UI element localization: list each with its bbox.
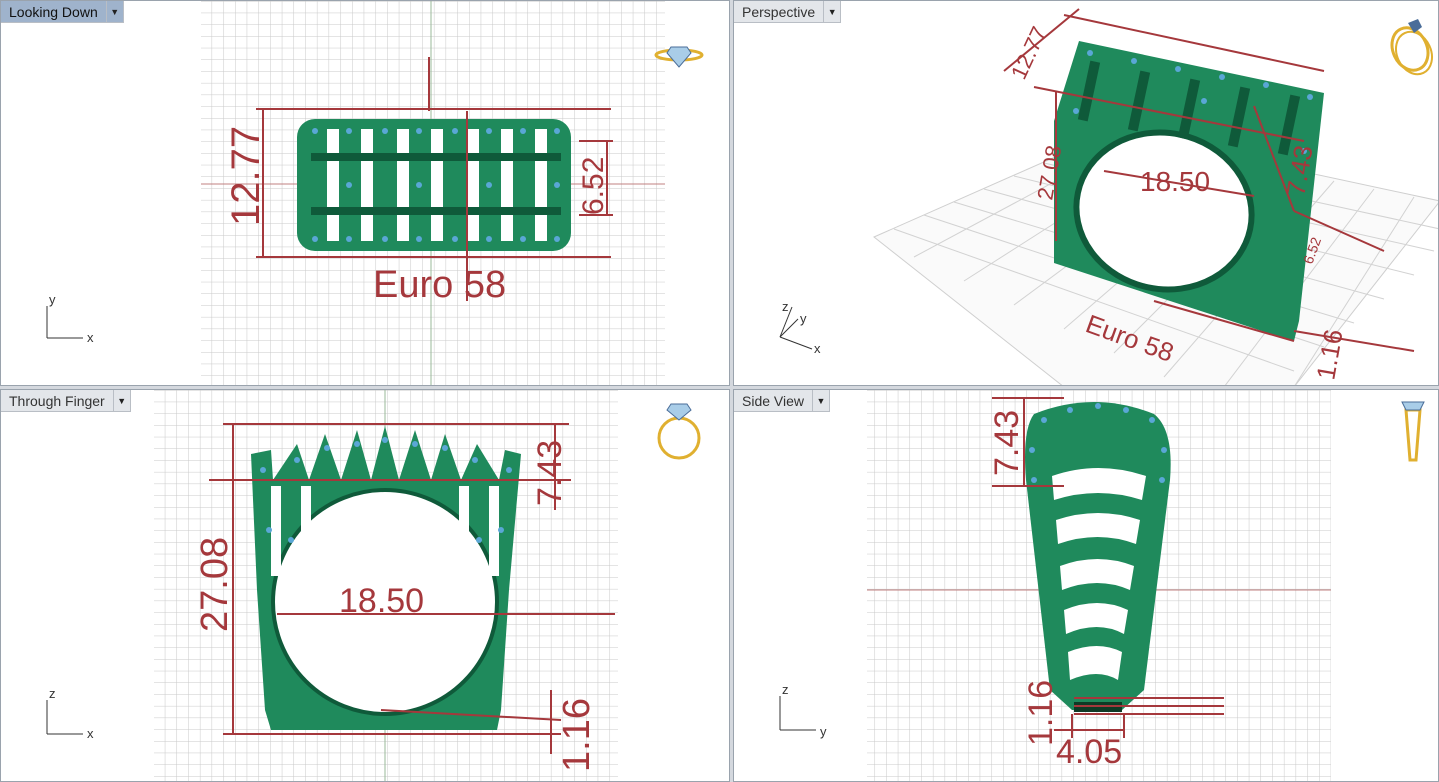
- axis-gizmo: y x: [46, 292, 94, 345]
- viewport-tab-side-view[interactable]: Side View ▼: [734, 390, 831, 412]
- ring-model-top: [297, 119, 571, 251]
- svg-text:x: x: [87, 330, 94, 345]
- dim-top-label: 7.43: [531, 440, 569, 506]
- axis-gizmo: z y x: [779, 299, 821, 356]
- ring-top-icon[interactable]: [654, 46, 704, 68]
- dim-width-label: 4.05: [1056, 733, 1122, 771]
- dim-diameter-label: 18.50: [1140, 166, 1210, 197]
- ring-perspective-icon[interactable]: [1385, 19, 1438, 80]
- svg-text:y: y: [49, 292, 56, 307]
- viewport-looking-down[interactable]: Looking Down ▼: [0, 0, 730, 386]
- viewport-menu-arrow-icon[interactable]: ▼: [106, 1, 124, 23]
- axis-gizmo: z y: [779, 682, 827, 739]
- viewport-label: Perspective: [734, 1, 825, 23]
- ring-model-front: [251, 426, 521, 730]
- viewport-tab-perspective[interactable]: Perspective ▼: [734, 1, 842, 23]
- svg-text:z: z: [782, 682, 789, 697]
- svg-text:z: z: [782, 299, 789, 314]
- dim-inner-label: 6.52: [577, 157, 610, 215]
- svg-text:y: y: [820, 724, 827, 739]
- dim-size-label: Euro 58: [373, 264, 506, 306]
- viewport-tab-through-finger[interactable]: Through Finger ▼: [1, 390, 131, 412]
- ring-model-side: [1025, 402, 1171, 712]
- ring-model-perspective: [1054, 41, 1324, 341]
- ring-side-icon[interactable]: [1401, 401, 1425, 462]
- through-finger-canvas: 27.08 7.43 18.50 1.16 z x: [46, 390, 701, 781]
- viewport-through-finger[interactable]: Through Finger ▼: [0, 389, 730, 782]
- perspective-canvas: 12.77 27.08 18.50 7.43 6.52 Euro 58 1.16…: [779, 8, 1438, 385]
- side-view-canvas: 7.43 1.16 4.05 z y: [779, 390, 1425, 781]
- dim-height-label: 12.77: [224, 126, 268, 226]
- svg-text:y: y: [800, 311, 807, 326]
- ring-front-icon[interactable]: [657, 403, 701, 460]
- dim-total-label: 27.08: [194, 537, 236, 632]
- looking-down-canvas: 12.77 6.52 Euro 58 y x: [46, 1, 704, 385]
- svg-text:x: x: [814, 341, 821, 356]
- svg-text:x: x: [87, 726, 94, 741]
- viewport-label: Side View: [734, 390, 814, 412]
- viewport-perspective[interactable]: Perspective ▼: [733, 0, 1439, 386]
- viewport-tab-looking-down[interactable]: Looking Down ▼: [1, 1, 124, 23]
- viewport-menu-arrow-icon[interactable]: ▼: [824, 1, 842, 23]
- axis-gizmo: z x: [46, 686, 94, 741]
- viewport-menu-arrow-icon[interactable]: ▼: [113, 390, 131, 412]
- dim-top-label: 7.43: [988, 410, 1026, 476]
- viewport-label: Looking Down: [1, 1, 107, 23]
- viewport-menu-arrow-icon[interactable]: ▼: [813, 390, 831, 412]
- viewport-side-view[interactable]: Side View ▼: [733, 389, 1439, 782]
- dim-diameter-label: 18.50: [339, 582, 424, 620]
- viewport-label: Through Finger: [1, 390, 114, 412]
- svg-text:z: z: [49, 686, 56, 701]
- dim-height-label: 12.77: [1006, 23, 1052, 83]
- dim-band-label: 1.16: [556, 698, 598, 772]
- dim-band-label: 1.16: [1022, 680, 1060, 746]
